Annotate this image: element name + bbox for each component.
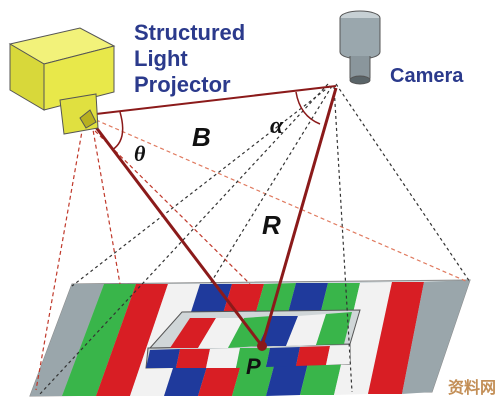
projector-label-line-2: Light (134, 46, 188, 71)
range-label: R (262, 210, 281, 240)
projector-ray (90, 121, 264, 347)
projector-label: Structured Light Projector (134, 20, 245, 98)
projector-label-line-3: Projector (134, 72, 231, 97)
camera-ray (260, 87, 338, 347)
watermark: 资料网 (447, 380, 496, 397)
projector-label-line-1: Structured (134, 20, 246, 45)
alpha-arc (295, 91, 321, 125)
point-label: P (246, 354, 261, 379)
baseline-line (95, 85, 337, 115)
point-marker (257, 341, 267, 351)
alpha-label: α (270, 113, 284, 139)
raised-object (145, 309, 361, 369)
camera-icon (339, 10, 381, 85)
projector-icon (8, 27, 116, 135)
baseline-label: B (192, 122, 211, 152)
theta-label: θ (134, 141, 146, 166)
theta-arc (111, 111, 124, 151)
camera-label: Camera (390, 65, 464, 87)
